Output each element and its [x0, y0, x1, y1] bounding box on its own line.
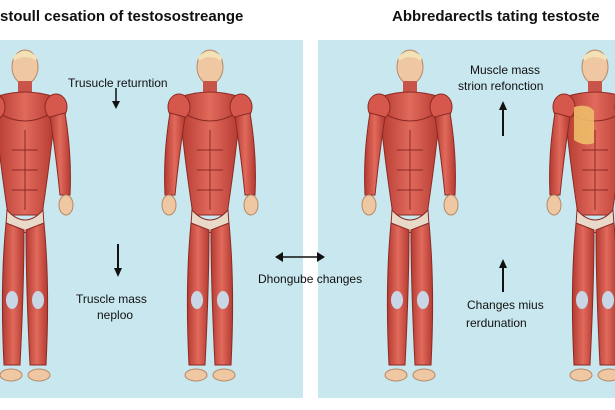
figure-right-outer — [540, 45, 615, 395]
right-bottom-label-1: Changes mius — [467, 298, 544, 312]
figure-left-inner — [155, 45, 265, 395]
right-top-label-1: Muscle mass — [470, 63, 541, 77]
left-bottom-label-2: neploo — [97, 308, 134, 322]
center-label: Dhongube changes — [258, 272, 363, 286]
left-top-label: Trusucle returntion — [68, 76, 168, 90]
right-top-label-2: strion refonction — [458, 79, 544, 93]
arrow-down-icon — [114, 244, 122, 277]
right-panel-title: Abbredarectls tating testoste — [392, 8, 600, 25]
figure-left-outer — [0, 45, 80, 395]
right-bottom-label-2: rerdunation — [466, 316, 527, 330]
arrow-up-icon — [499, 101, 507, 136]
left-bottom-label-1: Truscle mass — [76, 292, 147, 306]
double-arrow-icon — [275, 252, 325, 262]
arrow-up-icon — [499, 259, 507, 292]
left-panel-title: stoull cesation of testosostreange — [0, 8, 244, 25]
arrow-down-icon — [112, 88, 120, 109]
figure-right-inner — [355, 45, 465, 395]
